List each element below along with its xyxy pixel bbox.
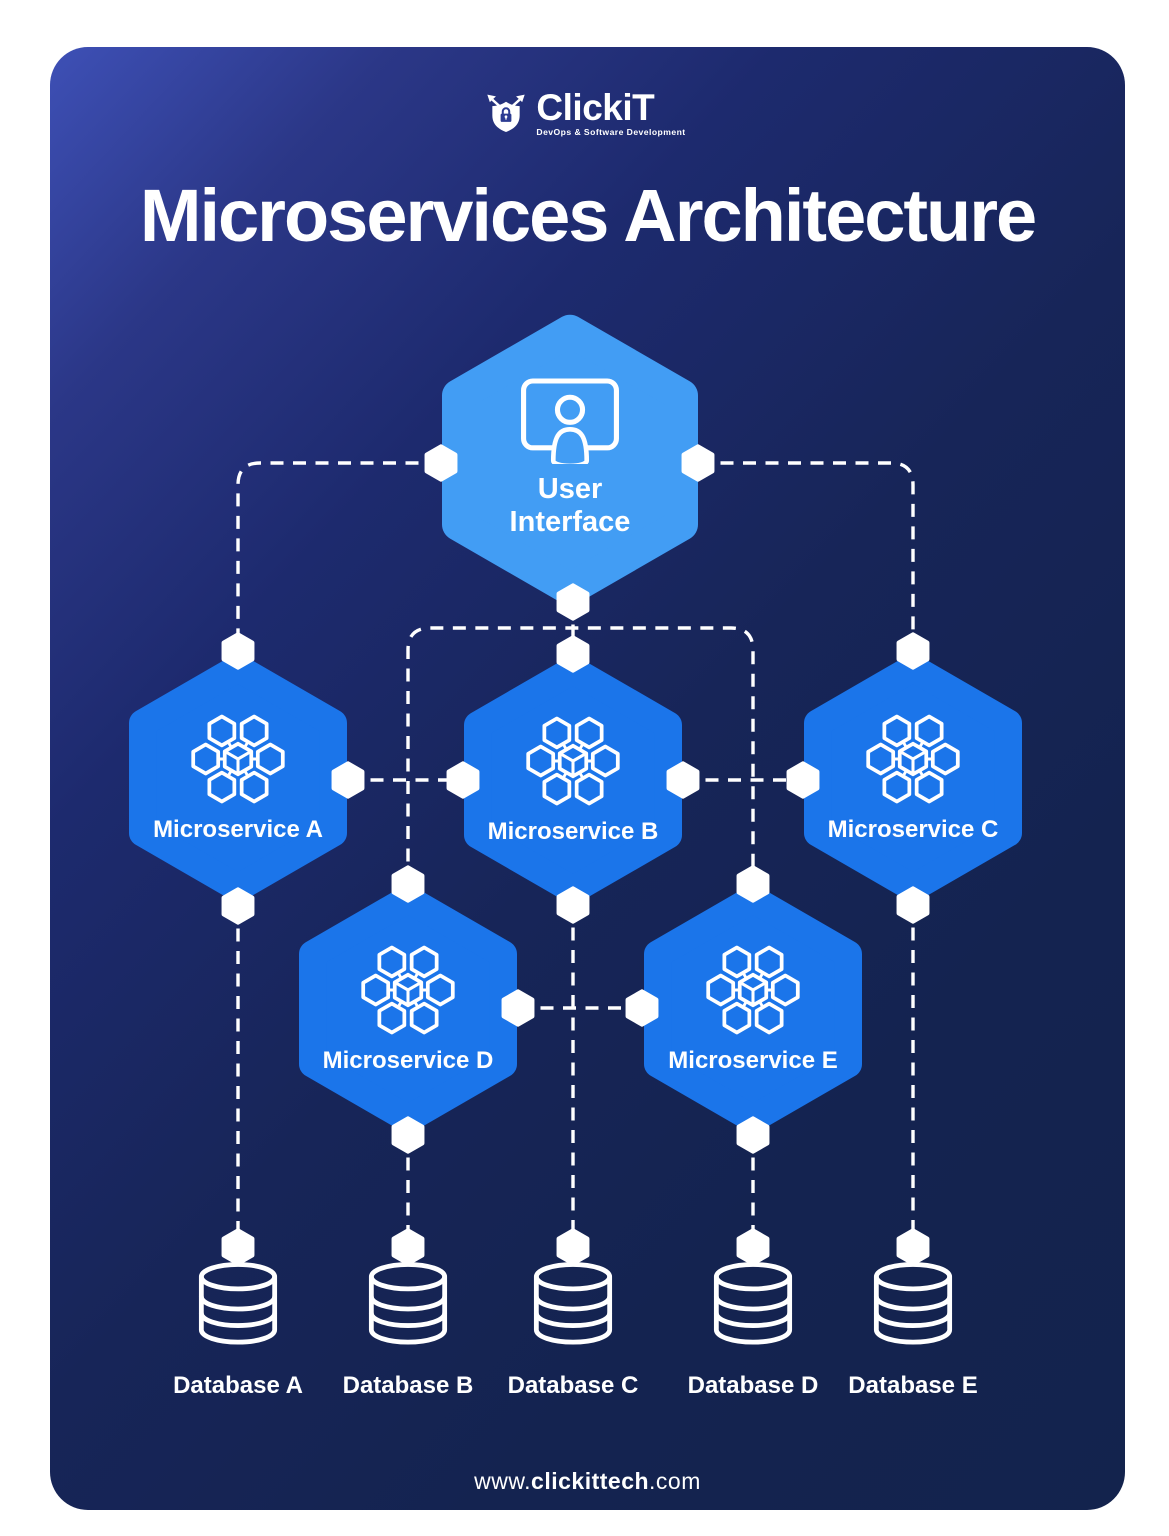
connector-node-ui-bottom: [559, 585, 588, 618]
connector-node-ms-b-top: [559, 637, 588, 670]
connector-node-ms-c-top: [899, 634, 928, 667]
connector-node-db-c: [559, 1230, 588, 1263]
database-e: Database E: [823, 1248, 1003, 1418]
connector-node-ms-e-top: [739, 867, 768, 900]
connector-node-db-b: [394, 1230, 423, 1263]
connector-node-db-a: [224, 1230, 253, 1263]
microservice-a-hexagon: Microservice A: [129, 652, 347, 904]
connector-node-ms-a-top: [224, 634, 253, 667]
connector-node-ui-left: [427, 446, 456, 479]
connector-node-ms-b-bottom: [559, 888, 588, 921]
connector-node-ms-a-bottom: [224, 889, 253, 922]
brand-logo: ClickiT DevOps & Software Development: [0, 88, 1169, 140]
connector-node-ms-e-left: [628, 991, 657, 1024]
brand-name: ClickiT: [536, 87, 655, 128]
microservice-label: Microservice D: [322, 1047, 494, 1074]
connector-node-ms-c-bottom: [899, 888, 928, 921]
database-d: Database D: [663, 1248, 843, 1418]
database-label: Database D: [687, 1372, 819, 1399]
connector-node-ui-right: [684, 446, 713, 479]
connector-node-ms-d-bottom: [394, 1118, 423, 1151]
connector-node-ms-b-right: [669, 763, 698, 796]
database-label: Database A: [173, 1372, 303, 1399]
connector-node-ms-e-bottom: [739, 1118, 768, 1151]
microservice-label: Microservice C: [827, 816, 999, 843]
user-interface-hexagon: User Interface: [442, 312, 698, 608]
microservice-d-hexagon: Microservice D: [299, 883, 517, 1135]
microservice-c-hexagon: Microservice C: [804, 652, 1022, 904]
connector-node-ms-d-top: [394, 867, 423, 900]
connection-ui-to-ms-c: [698, 461, 915, 651]
user-interface-label-line1: User: [537, 473, 603, 505]
microservice-label: Microservice B: [487, 818, 659, 845]
database-label: Database B: [342, 1372, 474, 1399]
connector-node-db-e: [899, 1230, 928, 1263]
url-prefix: www.: [474, 1468, 532, 1494]
website-url: www.clickittech.com: [50, 1468, 1125, 1495]
brand-tagline: DevOps & Software Development: [536, 127, 686, 137]
user-interface-label: User Interface: [442, 473, 698, 539]
connection-ui-to-ms-a: [236, 461, 441, 651]
url-suffix: .com: [649, 1468, 701, 1494]
connector-node-ms-a-right: [334, 763, 363, 796]
database-a: Database A: [148, 1248, 328, 1418]
url-name: clickittech: [531, 1468, 650, 1494]
connector-node-ms-d-right: [504, 991, 533, 1024]
connection-branch-to-ms-d-and-e: [406, 626, 755, 884]
connector-node-db-d: [739, 1230, 768, 1263]
microservice-label: Microservice A: [153, 816, 323, 843]
page-title: Microservices Architecture: [139, 174, 1037, 257]
shield-lock-arrows-icon: [487, 94, 526, 132]
connector-node-ms-b-left: [449, 763, 478, 796]
connector-node-ms-c-left: [789, 763, 818, 796]
database-label: Database C: [507, 1372, 639, 1399]
microservice-b-hexagon: Microservice B: [464, 654, 682, 906]
database-label: Database E: [848, 1372, 978, 1399]
database-c: Database C: [483, 1248, 663, 1418]
brand-text-block: ClickiT DevOps & Software Development: [536, 87, 686, 138]
database-b: Database B: [318, 1248, 498, 1418]
monitor-user-icon: [521, 378, 619, 464]
user-interface-label-line2: Interface: [509, 506, 631, 538]
microservice-e-hexagon: Microservice E: [644, 883, 862, 1135]
microservice-label: Microservice E: [668, 1047, 838, 1074]
